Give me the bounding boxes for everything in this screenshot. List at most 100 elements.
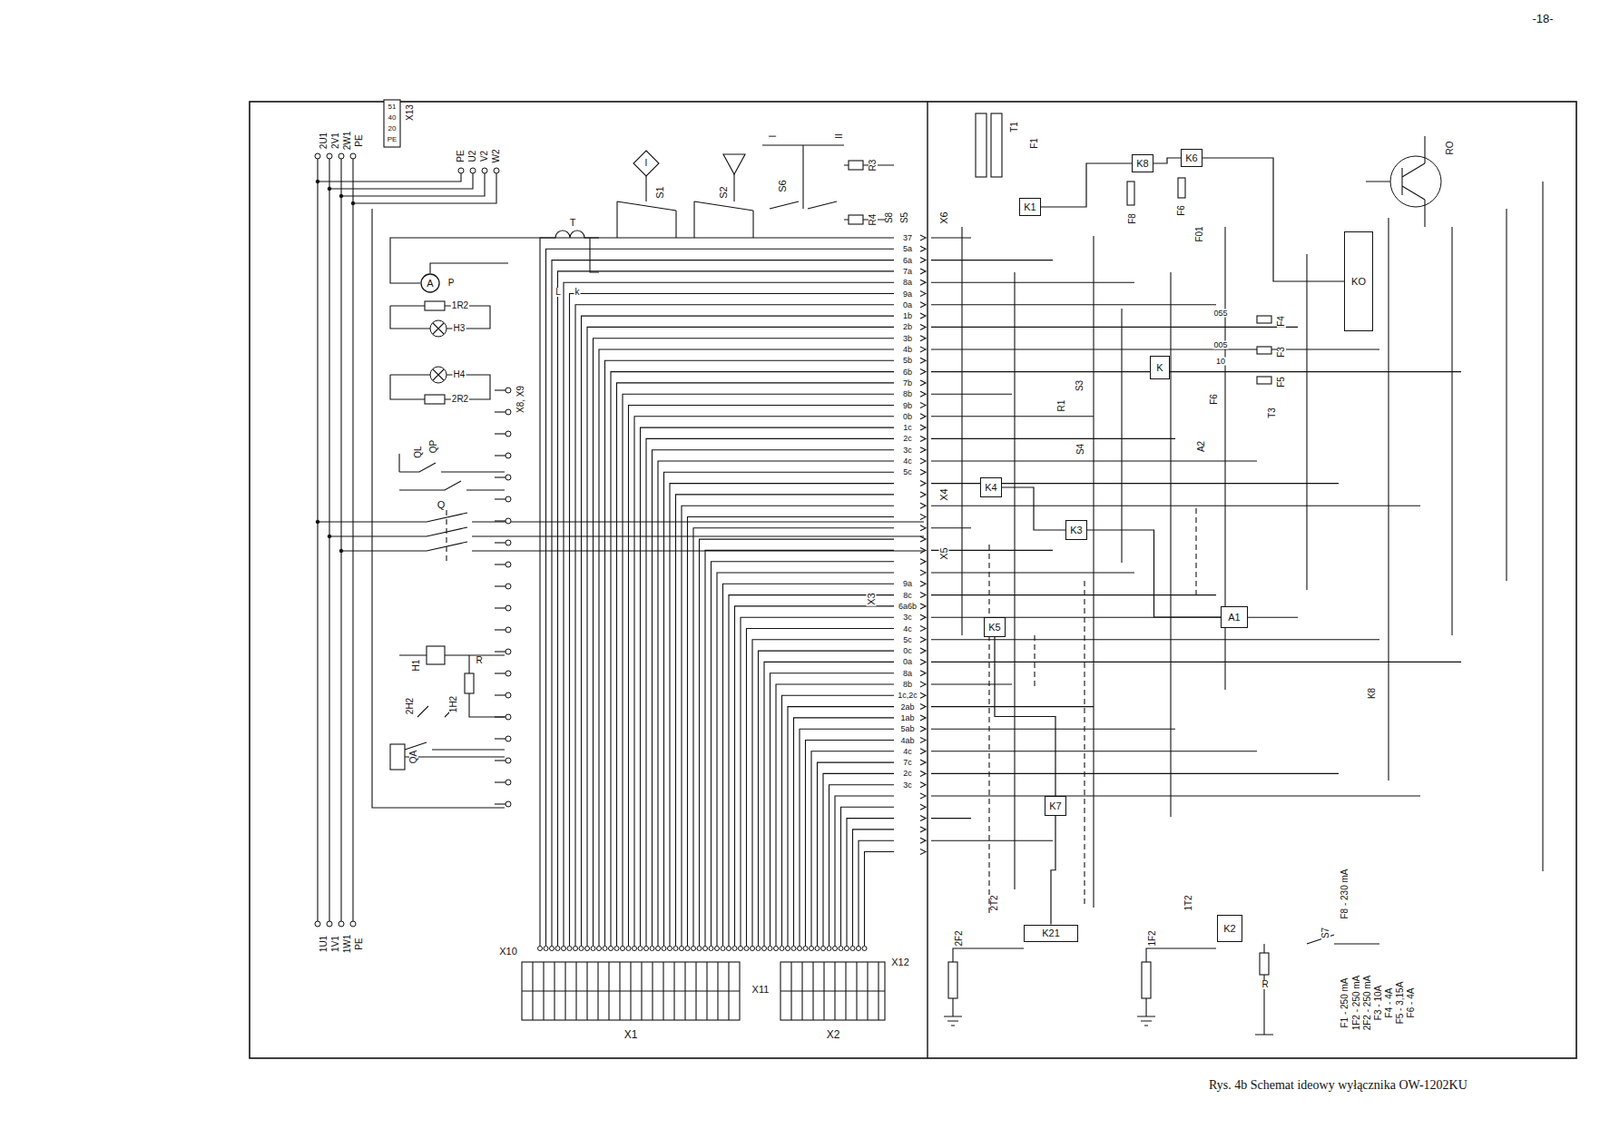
terminal-label: F3 - 10A — [1374, 984, 1384, 1021]
wire — [864, 852, 895, 947]
wire — [494, 541, 506, 543]
switch-symbol — [1306, 934, 1380, 944]
terminal-label: S6 — [777, 178, 788, 193]
connector-pin — [920, 380, 926, 386]
wire-connection — [1087, 530, 1221, 618]
wire — [931, 638, 1380, 640]
connector-pin — [920, 369, 926, 375]
terminal-label: S7 — [1321, 926, 1331, 940]
resistor-symbol — [424, 394, 445, 404]
lamp-symbol — [430, 366, 447, 383]
wire — [399, 655, 505, 717]
terminal-symbol — [505, 605, 511, 611]
wire-connection — [1050, 815, 1056, 925]
designation-label: 1R2 — [451, 301, 470, 311]
designation-label: H4 — [452, 370, 467, 380]
terminal-symbol — [785, 946, 791, 952]
terminal-label: F5 - 3,15A — [1395, 981, 1405, 1026]
component-label: K4 — [984, 482, 997, 493]
designation-label: 3b — [902, 333, 913, 343]
terminal-label: 2V1 — [331, 131, 341, 150]
terminal-table — [780, 961, 885, 1021]
terminal-symbol — [744, 946, 749, 952]
connector-pin — [920, 245, 926, 252]
terminal-symbol — [779, 946, 785, 952]
terminal-symbol — [505, 518, 511, 524]
connector-pin — [920, 704, 926, 710]
terminal-symbol — [703, 946, 708, 952]
terminal-symbol — [755, 946, 761, 952]
terminal-symbol — [856, 946, 862, 952]
relay-box: K6 — [1180, 148, 1203, 167]
terminal-symbol — [481, 167, 488, 174]
wire — [664, 471, 895, 946]
designation-label: R — [474, 656, 483, 666]
wire — [1169, 272, 1171, 817]
connector-pin — [920, 268, 926, 275]
wire — [782, 695, 895, 946]
wire — [494, 737, 506, 739]
linkage-line — [1083, 580, 1085, 908]
terminal-symbol — [505, 627, 511, 633]
wire — [494, 716, 506, 717]
terminal-block — [383, 99, 401, 148]
connector-pin — [920, 547, 926, 553]
wire — [610, 372, 894, 946]
wire — [1120, 308, 1122, 563]
designation-label: H3 — [452, 323, 467, 334]
terminal-symbol — [338, 153, 344, 159]
connector-pin — [920, 826, 926, 833]
wire — [569, 294, 895, 947]
junction-dot — [339, 194, 344, 198]
terminal-label: K8 — [1367, 687, 1377, 700]
terminal-symbol — [314, 153, 321, 159]
designation-label: 055 — [1212, 309, 1228, 318]
transistor-symbol — [1390, 156, 1442, 207]
terminal-symbol — [505, 779, 511, 786]
designation-label: 5c — [902, 635, 913, 644]
terminal-symbol — [838, 946, 844, 952]
terminal-label: RO — [1445, 140, 1455, 157]
connector-pin — [920, 502, 926, 509]
wire — [617, 382, 895, 946]
terminal-label: 1F2 - 250 mA — [1352, 974, 1362, 1032]
terminal-symbol — [685, 946, 690, 952]
relay-box: KO — [1344, 231, 1374, 332]
wire — [693, 528, 894, 946]
designation-label: 5c — [902, 468, 913, 477]
connector-pin — [920, 357, 926, 364]
relay-box: K1 — [1019, 197, 1041, 216]
connector-pin — [920, 458, 926, 464]
relay-box: K8 — [1131, 154, 1154, 173]
terminal-label: F6 — [1177, 204, 1187, 217]
wire — [558, 271, 895, 946]
wire — [589, 237, 599, 273]
terminal-label: T1 — [1010, 120, 1020, 134]
designation-label: 1c,2c — [896, 691, 919, 700]
wire — [931, 527, 972, 529]
contact-symbol — [404, 742, 505, 757]
connector-pin — [920, 313, 926, 319]
terminal-label: R1 — [1057, 399, 1067, 413]
connector-pin — [920, 759, 926, 766]
transformer-core — [991, 113, 1002, 177]
terminal-symbol — [696, 946, 702, 952]
ground-symbol — [1137, 998, 1156, 1026]
connector-pin — [920, 435, 926, 442]
component-label: K8 — [1136, 158, 1149, 169]
resistor-symbol — [848, 215, 864, 225]
designation-label: 6a — [902, 255, 913, 265]
wire — [787, 706, 894, 946]
terminal-symbol — [862, 946, 867, 952]
wire — [587, 326, 894, 946]
terminal-symbol — [620, 946, 626, 952]
designation-label: 6b — [902, 367, 913, 376]
terminal-symbol — [602, 946, 608, 952]
lamp-symbol — [432, 369, 444, 381]
wire — [1387, 217, 1389, 781]
terminal-symbol — [505, 561, 511, 568]
terminal-label: R3 — [868, 158, 878, 173]
junction-dot — [315, 179, 320, 184]
connector-pin — [920, 335, 926, 342]
